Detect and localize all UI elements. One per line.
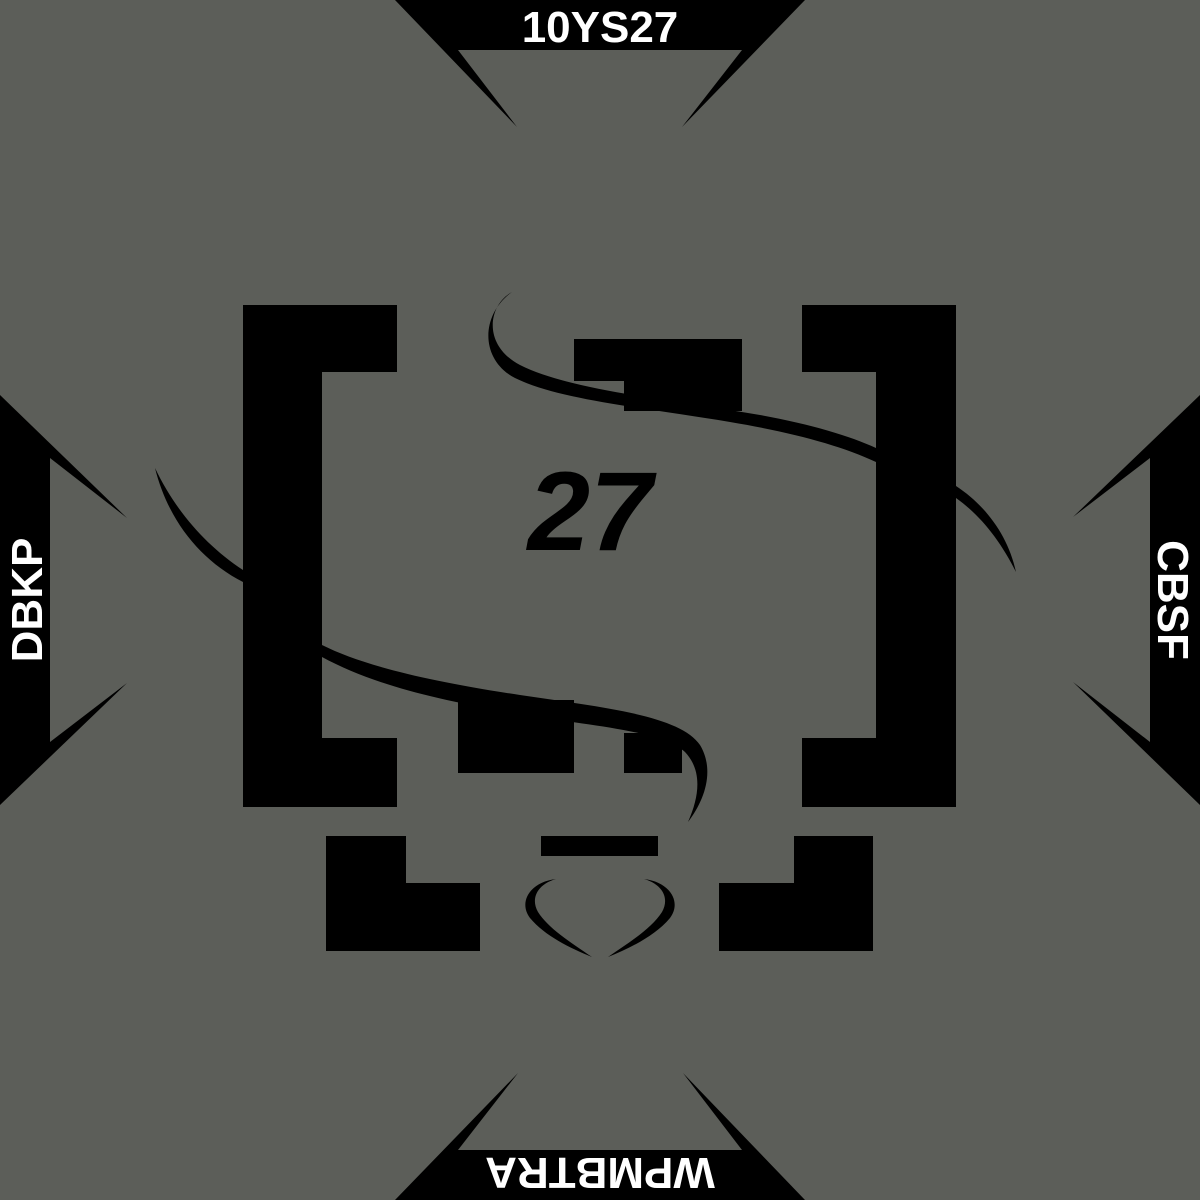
left-corner-block [326, 836, 480, 951]
right-banner: CBSF [1073, 395, 1200, 805]
left-bracket [243, 305, 397, 807]
left-banner: DBKP [0, 395, 127, 805]
bottom-banner: WPMBTRA [395, 1073, 805, 1200]
right-label: CBSF [1148, 540, 1197, 660]
upper-swoosh [488, 292, 876, 462]
top-block-small [574, 339, 624, 381]
left-label: DBKP [3, 538, 52, 663]
top-label: 10YS27 [522, 3, 679, 52]
heart-right-curve [608, 879, 675, 957]
top-banner: 10YS27 [395, 0, 805, 127]
center-number: 27 [526, 449, 657, 574]
bottom-label: WPMBTRA [485, 1148, 715, 1197]
lower-swoosh [322, 645, 708, 822]
center-dash [541, 836, 658, 856]
right-bracket [802, 305, 956, 807]
right-corner-block [719, 836, 873, 951]
upper-swoosh-tail [956, 486, 1016, 572]
lower-swoosh-tail [155, 468, 243, 582]
heart-left-curve [525, 879, 592, 957]
